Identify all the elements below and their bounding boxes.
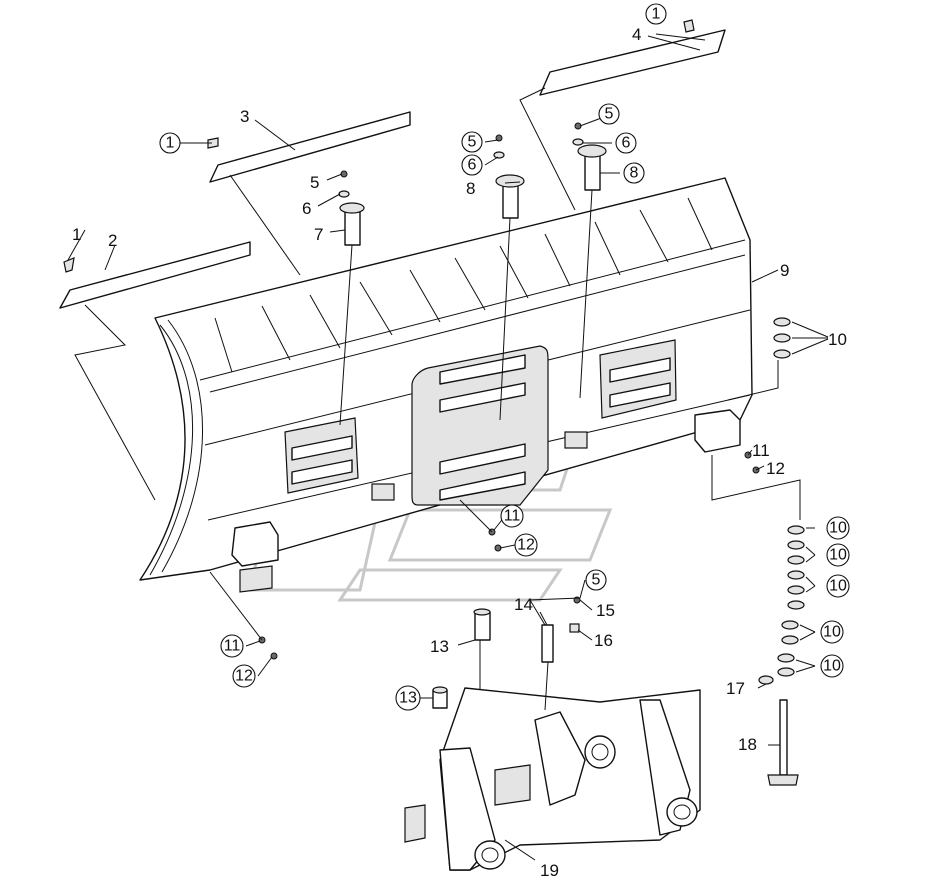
callout-label: 11 [224,638,241,655]
leader-lines [67,33,829,861]
callout-label: 16 [594,631,613,650]
callout-label: 19 [540,861,559,880]
callout-label: 1 [72,225,81,244]
callout-circle [645,3,667,25]
callout-circle [461,154,483,176]
callout-circle [826,516,850,540]
callout-circle [159,132,181,154]
callouts: 1 4 3 1 5 6 8 5 6 8 5 6 7 1 2 9 10 11 12… [72,3,850,880]
callout-circle [623,162,645,184]
callout-circle [820,620,844,644]
callout-circle [598,103,620,125]
callout-label: 5 [592,572,601,589]
callout-circle [232,664,256,688]
callout-circle [514,533,538,557]
callout-label: 9 [780,261,789,280]
callout-circle [395,685,421,711]
callout-circle [615,132,637,154]
callout-label: 15 [596,601,615,620]
bolt [758,675,799,786]
callout-label: 5 [468,134,477,151]
callout-label: 10 [823,624,841,641]
callout-label: 10 [823,658,841,675]
callout-label: 10 [829,578,847,595]
callout-label: 2 [108,231,117,250]
push-frame [404,687,701,871]
callout-label: 13 [399,690,417,707]
callout-label: 11 [752,441,770,460]
callout-label: 3 [240,107,249,126]
washer-stack [773,317,805,677]
callout-circle [826,574,850,598]
callout-label: 13 [430,637,449,656]
callout-circle [585,569,607,591]
callout-label: 8 [630,165,639,182]
callout-label: 1 [652,6,661,23]
callout-label: 5 [605,106,614,123]
callout-circle [461,131,483,153]
bushings [432,596,581,709]
callout-label: 7 [314,225,323,244]
callout-label: 6 [622,135,631,152]
callout-label: 4 [632,25,641,44]
callout-label: 12 [766,459,785,478]
blade-body [139,177,753,593]
callout-label: 8 [466,179,475,198]
callout-label: 5 [310,173,319,192]
callout-circle [820,654,844,678]
callout-label: 14 [514,595,533,614]
callout-label: 17 [726,679,745,698]
callout-label: 12 [517,537,535,554]
callout-label: 12 [235,668,253,685]
callout-label: 6 [468,157,477,174]
callout-circle [220,634,244,658]
cutting-edges [59,29,726,309]
callout-label: 10 [829,520,847,537]
fasteners [63,19,760,660]
callout-circle [826,543,850,567]
callout-label: 10 [828,330,847,349]
callout-circle [500,504,524,528]
callout-label: 1 [166,135,175,152]
callout-label: 11 [504,508,521,525]
callout-label: 10 [829,547,847,564]
callout-label: 18 [738,735,757,754]
callout-label: 6 [302,199,311,218]
pins [339,144,607,246]
